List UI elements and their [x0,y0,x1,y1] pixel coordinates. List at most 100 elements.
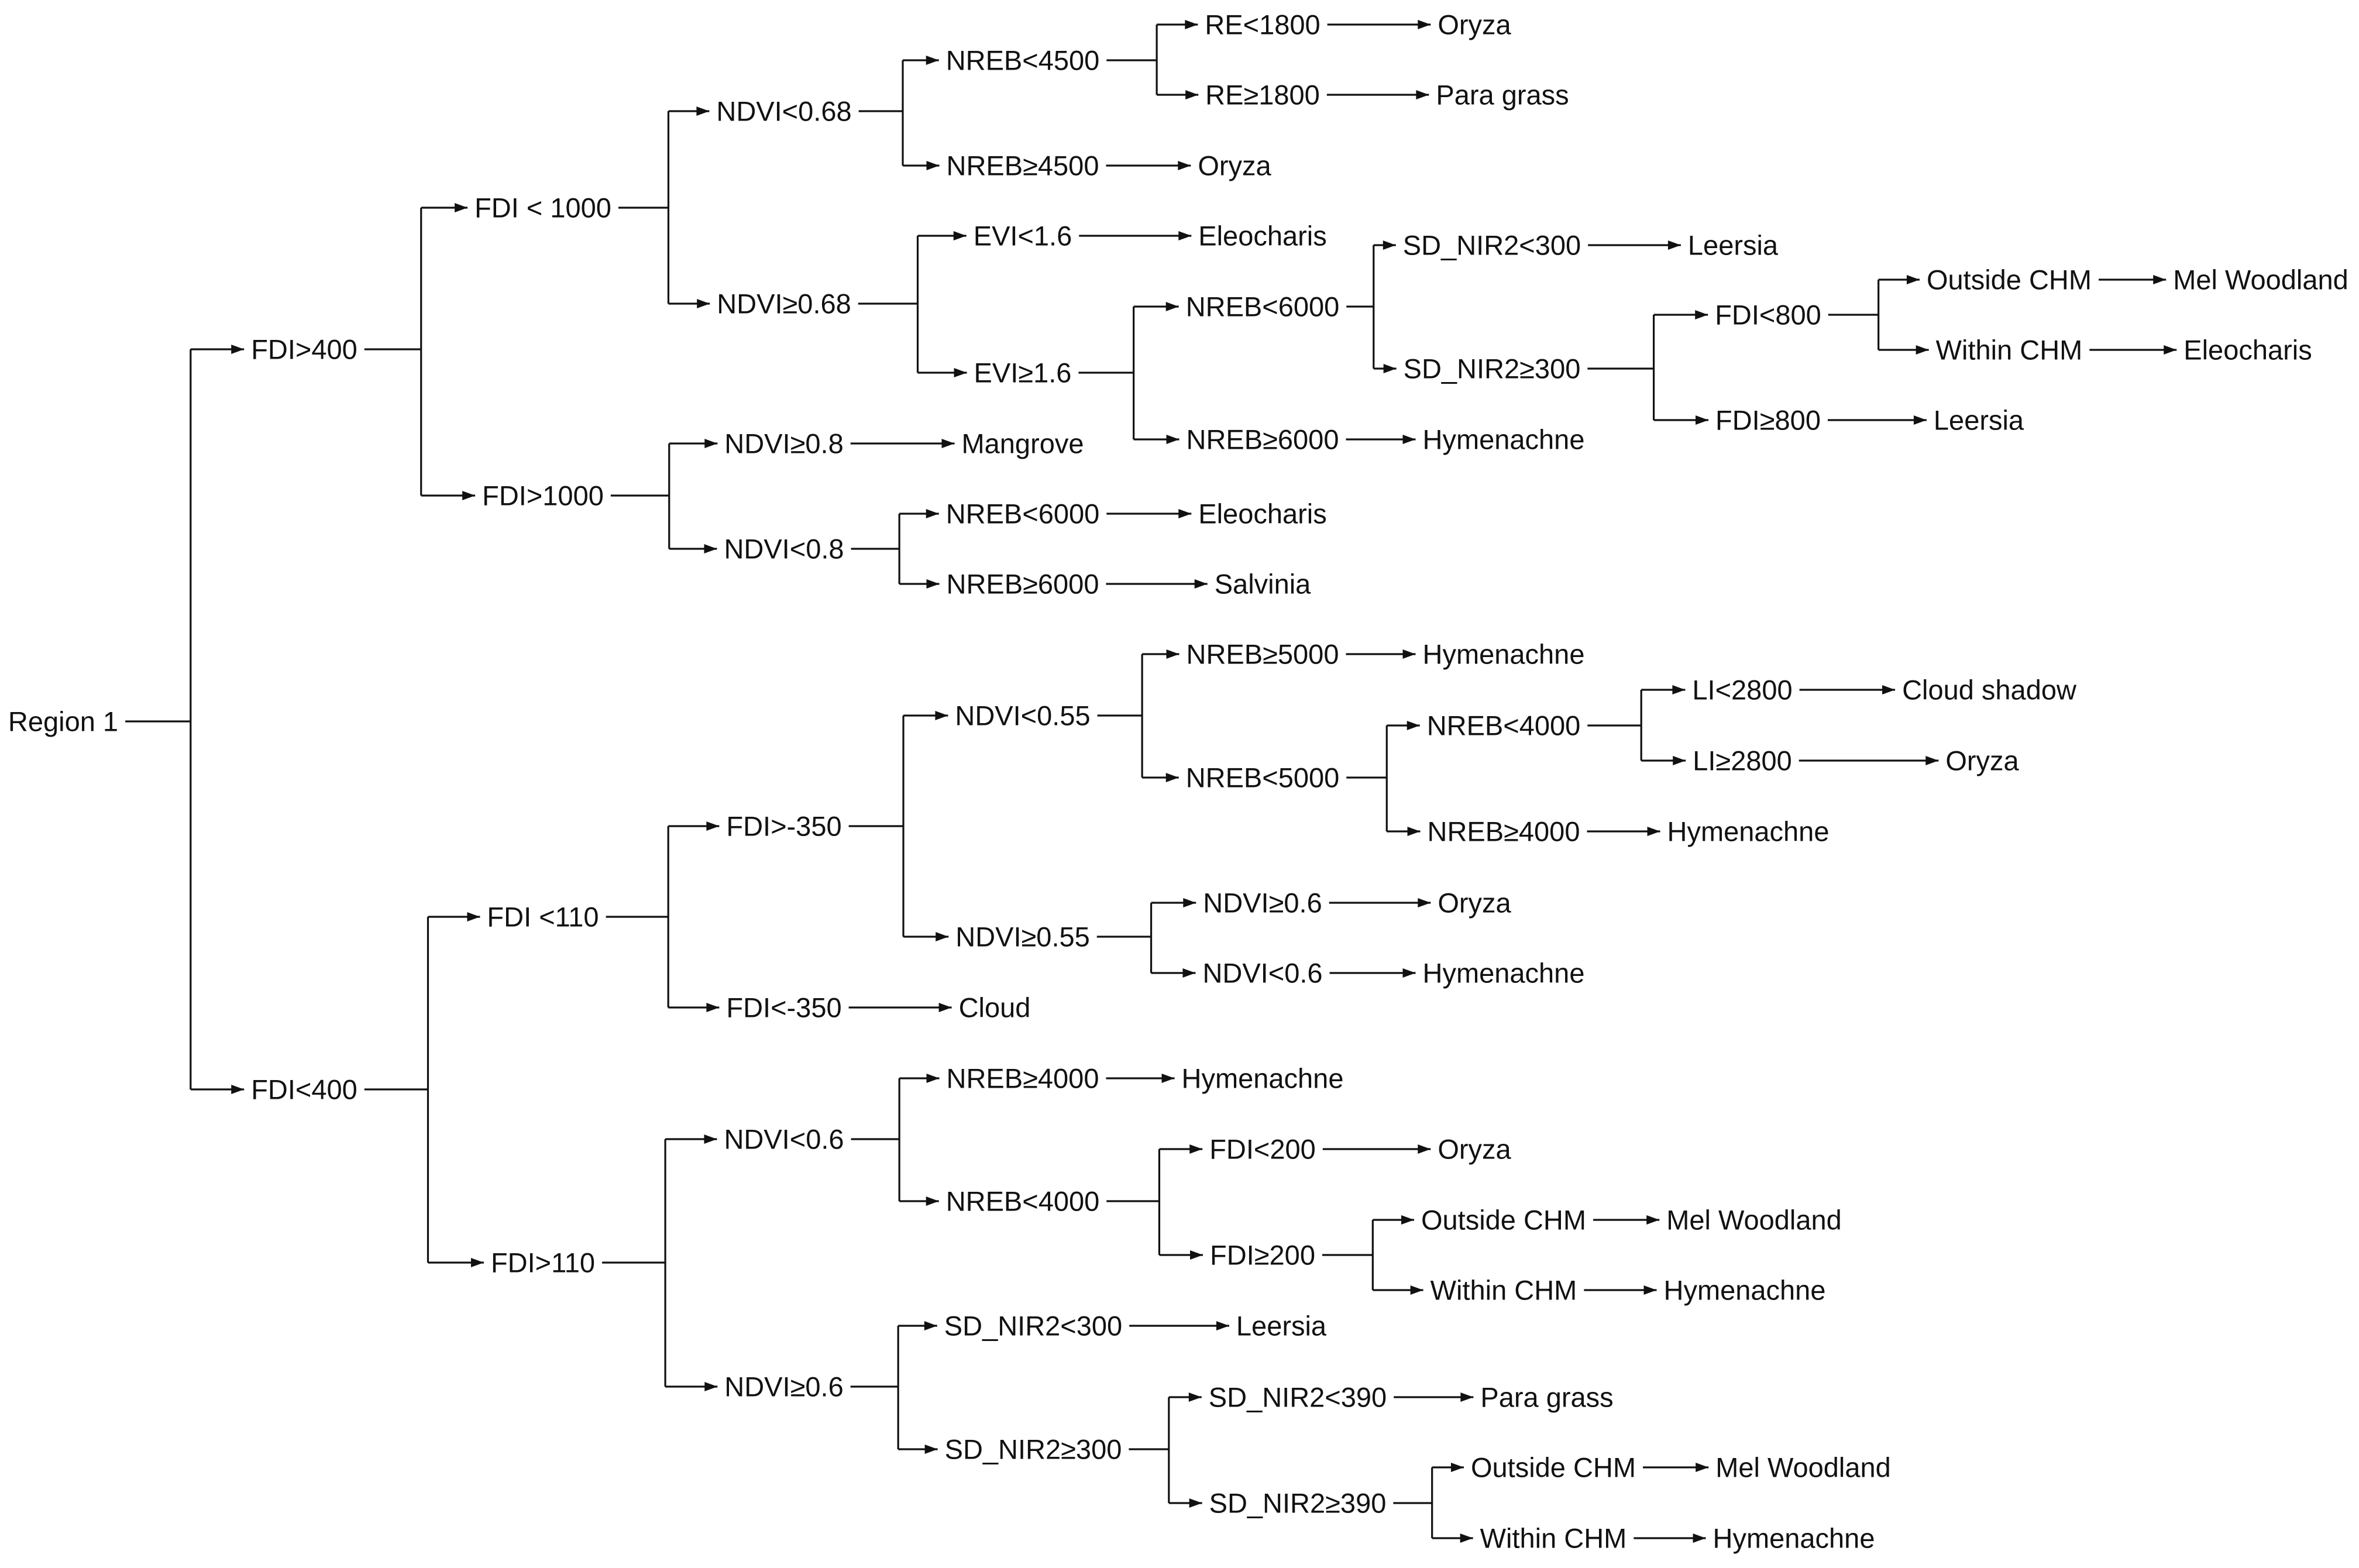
arrow-n15 [953,231,967,240]
node-n1: Region 1 [8,706,118,737]
node-n21: SD_NIR2≥300 [1404,353,1581,384]
arrow-n25 [1906,275,1920,284]
node-n9: NREB≥4500 [947,150,1099,181]
arrow-n68 [1410,1285,1423,1295]
node-n52: Cloud shadow [1902,675,2077,706]
node-n71: SD_NIR2<300 [944,1311,1122,1342]
node-n39: FDI>110 [491,1247,595,1278]
arrow-n47 [1402,649,1416,659]
node-n40: FDI>-350 [726,811,841,842]
node-n10: RE<1800 [1205,9,1320,40]
node-n77: Outside CHM [1471,1452,1636,1483]
node-n69: Mel Woodland [1666,1205,1842,1236]
node-n5: FDI>1000 [482,480,604,511]
node-n67: Outside CHM [1421,1205,1586,1236]
arrow-n72 [924,1445,938,1454]
node-n45: NREB≥5000 [1187,639,1339,670]
arrow-n52 [1882,685,1896,694]
node-n8: NREB<4500 [946,45,1100,76]
arrow-n78 [1460,1533,1473,1543]
arrow-n42 [938,1003,952,1012]
node-n26: Within CHM [1936,335,2083,366]
arrow-n62 [926,1196,939,1206]
arrow-n56 [1182,968,1196,978]
node-n20: SD_NIR2<300 [1403,230,1581,261]
arrow-n20 [1383,240,1396,250]
node-n68: Within CHM [1430,1275,1577,1306]
arrow-n51 [1673,756,1686,765]
arrow-n73 [1216,1321,1229,1330]
node-n64: FDI<200 [1209,1134,1316,1165]
arrow-n14 [1178,161,1191,170]
arrow-n27 [2153,275,2167,284]
node-n28: Eleocharis [2183,335,2312,366]
arrow-n41 [706,1003,720,1012]
node-n27: Mel Woodland [2173,264,2348,295]
node-n36: Eleocharis [1198,498,1326,529]
node-n79: Mel Woodland [1715,1452,1891,1483]
arrow-n11 [1185,90,1199,99]
node-n23: FDI<800 [1715,300,1821,331]
arrow-n65 [1190,1250,1203,1260]
arrow-n6 [696,106,710,116]
node-n16: EVI≥1.6 [974,357,1072,388]
arrow-n39 [470,1258,484,1267]
node-n22: Leersia [1688,230,1779,261]
arrow-n63 [1161,1074,1175,1083]
node-n65: FDI≥200 [1210,1240,1315,1271]
arrow-n32 [704,544,717,553]
node-n41: FDI<-350 [726,992,841,1023]
arrow-n66 [1418,1144,1431,1154]
arrow-n12 [1418,20,1431,29]
node-n2: FDI>400 [251,334,357,365]
node-n70: Hymenachne [1664,1275,1826,1306]
node-n75: SD_NIR2≥390 [1209,1488,1387,1519]
node-n78: Within CHM [1480,1523,1627,1554]
node-n14: Oryza [1198,150,1271,181]
arrow-n10 [1185,20,1198,29]
node-n7: NDVI≥0.68 [717,288,851,319]
arrow-n23 [1695,310,1708,319]
arrow-n57 [1418,898,1431,907]
arrow-n40 [706,821,720,831]
node-n76: Para grass [1480,1382,1613,1413]
arrow-n26 [1916,345,1929,355]
node-n57: Oryza [1438,888,1511,919]
arrow-n80 [1693,1533,1706,1543]
arrow-n77 [1450,1463,1464,1472]
arrow-n45 [1166,649,1180,659]
node-n46: NREB<5000 [1186,762,1340,793]
arrow-n17 [1178,231,1192,240]
arrow-n49 [1407,827,1421,836]
arrow-n50 [1672,685,1686,694]
arrow-n48 [1407,721,1420,730]
arrow-n18 [1165,302,1179,311]
node-n33: Mangrove [962,428,1084,459]
arrow-n19 [1166,435,1180,444]
node-n19: NREB≥6000 [1187,424,1339,455]
node-n37: Salvinia [1215,569,1311,600]
arrow-n3 [231,1085,245,1094]
arrow-n13 [1416,90,1429,99]
node-n51: LI≥2800 [1693,745,1792,776]
arrow-n76 [1460,1392,1474,1402]
node-n54: Hymenachne [1667,816,1830,847]
arrow-n35 [926,579,940,589]
node-n55: NDVI≥0.6 [1203,888,1322,919]
arrow-n37 [1194,579,1208,589]
arrow-n75 [1189,1498,1202,1508]
node-n56: NDVI<0.6 [1202,958,1322,989]
arrow-n74 [1188,1392,1202,1402]
arrow-n24 [1696,415,1709,425]
arrow-n9 [926,161,940,170]
node-n50: LI<2800 [1692,675,1792,706]
arrow-n30 [1402,435,1416,444]
node-n72: SD_NIR2≥300 [945,1434,1122,1465]
arrow-n22 [1667,240,1681,250]
arrow-n67 [1401,1215,1414,1225]
node-n58: Hymenachne [1423,958,1585,989]
node-n49: NREB≥4000 [1428,816,1580,847]
node-n32: NDVI<0.8 [724,534,844,565]
node-n60: NDVI≥0.6 [724,1371,843,1402]
arrow-n79 [1696,1463,1709,1472]
